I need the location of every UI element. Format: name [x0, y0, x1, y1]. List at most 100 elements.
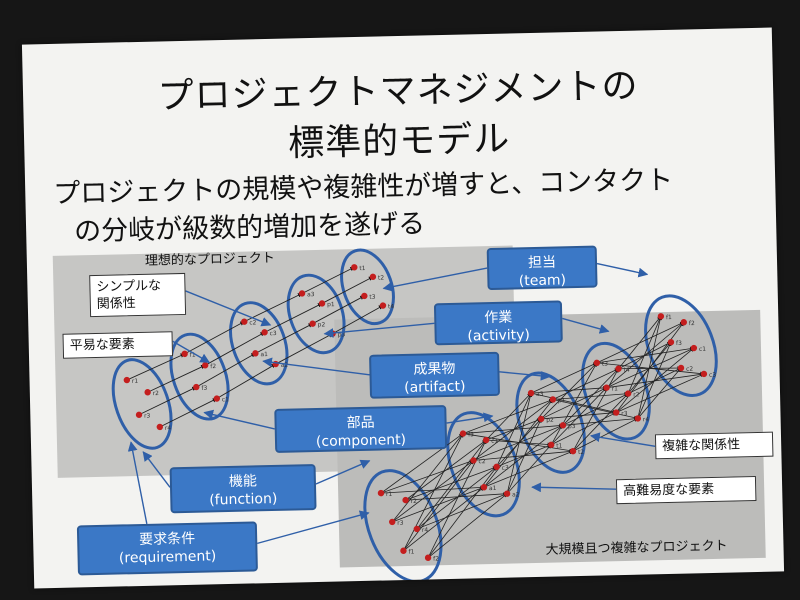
connector-arrow: [562, 317, 610, 334]
complex-node: [700, 370, 708, 378]
complex-edge: [403, 433, 464, 551]
complex-node-label: a2: [512, 491, 520, 498]
ideal-edge: [275, 333, 334, 365]
ideal-node-label: c3: [270, 330, 277, 337]
ideal-edge: [264, 303, 323, 333]
complex-edge: [483, 450, 574, 488]
complex-edge: [380, 433, 464, 494]
team-box-en: (team): [518, 272, 567, 290]
connector-arrow: [262, 357, 370, 376]
ideal-node: [318, 300, 326, 307]
complex-node: [624, 390, 632, 397]
complex-edge: [540, 362, 598, 420]
complex-edge: [606, 347, 695, 389]
ideal-node: [123, 376, 131, 384]
complex-node-label: r3: [397, 520, 404, 527]
ideal-node-label: r2: [153, 390, 160, 397]
complex-node: [657, 313, 665, 320]
ideal-node-label: c2: [249, 319, 256, 326]
component-box-en: (component): [315, 431, 407, 451]
complex-node: [482, 436, 490, 444]
complex-edge: [562, 393, 629, 426]
complex-node: [569, 447, 577, 455]
complex-edge: [462, 398, 554, 434]
complex-node: [402, 496, 409, 504]
complex-node: [593, 359, 601, 367]
complex-node: [559, 422, 567, 429]
ideal-node: [261, 329, 268, 336]
ideal-node-label: f1: [190, 352, 196, 359]
connector-arrow: [531, 482, 617, 493]
complex-edge: [483, 399, 554, 488]
complex-edge: [552, 368, 619, 400]
complex-edge: [506, 444, 552, 494]
complex-node: [377, 489, 385, 497]
ideal-edge: [255, 323, 314, 354]
complex-edge: [552, 399, 639, 420]
complex-node: [480, 484, 488, 491]
ideal-ellipse: [340, 248, 395, 326]
complex-edge: [506, 392, 533, 494]
complex-node: [677, 364, 685, 372]
complex-edge: [615, 347, 695, 413]
complex-node-label: c3: [502, 465, 509, 472]
ideal-edge: [301, 266, 355, 294]
complex-edge: [615, 321, 685, 413]
connector-arrow: [499, 370, 551, 381]
complex-edge: [403, 486, 485, 552]
team-box-label: 担当: [527, 254, 557, 272]
connector-arrow: [589, 432, 656, 448]
complex-edge: [541, 410, 617, 420]
complex-node-label: f3: [676, 340, 682, 347]
complex-node-label: r4: [643, 416, 650, 423]
activity-box: 作業 (activity): [433, 300, 563, 346]
complex-edge: [473, 424, 564, 461]
complex-node-label: p3: [568, 423, 576, 430]
complex-node: [613, 409, 620, 416]
complex-edge: [473, 399, 554, 461]
complex-edge: [531, 385, 607, 394]
ideal-edge: [312, 295, 365, 325]
complex-node-label: r1: [611, 385, 618, 392]
complex-node: [548, 441, 555, 448]
complex-edge: [483, 425, 564, 488]
ideal-edge: [196, 352, 256, 388]
complex-edge: [550, 362, 598, 445]
ideal-node-label: t3: [369, 294, 376, 301]
complex-node-label: p1: [558, 397, 566, 404]
complex-edge: [530, 392, 617, 414]
ideal-edge: [332, 305, 384, 335]
complex-node-label: r2: [633, 391, 640, 398]
complex-node-label: r1: [386, 491, 393, 498]
complex-edge: [552, 391, 629, 400]
complex-edge: [572, 393, 629, 452]
ideal-edge: [126, 353, 186, 381]
complex-edge: [606, 321, 685, 389]
complex-node-label: t3: [602, 361, 609, 368]
complex-node-label: f1: [408, 549, 414, 556]
complex-node: [470, 457, 477, 464]
complex-node: [549, 396, 557, 403]
ideal-ellipse: [286, 273, 346, 355]
complex-edge: [391, 433, 464, 523]
complex-node-label: c2: [686, 366, 693, 373]
complex-edge: [572, 368, 619, 452]
connector-arrow: [185, 290, 272, 327]
ideal-node: [361, 292, 368, 300]
ideal-node-label: a2: [281, 362, 289, 369]
ideal-node: [135, 411, 143, 418]
connector-arrow: [596, 262, 649, 278]
complex-edge: [496, 392, 532, 468]
ideal-project-caption: 理想的なプロジェクト: [144, 250, 276, 269]
ideal-edge: [244, 293, 303, 323]
ideal-edge: [204, 331, 265, 366]
requirement-box: 要求条件 (requirement): [76, 521, 258, 576]
complex-edge: [403, 460, 474, 552]
ideal-edge: [184, 321, 245, 355]
complex-node-label: t4: [623, 366, 630, 373]
complex-ellipse: [581, 341, 651, 441]
complex-node: [634, 415, 642, 422]
complex-node-label: r4: [422, 527, 429, 534]
ideal-node-label: a1: [260, 351, 268, 358]
